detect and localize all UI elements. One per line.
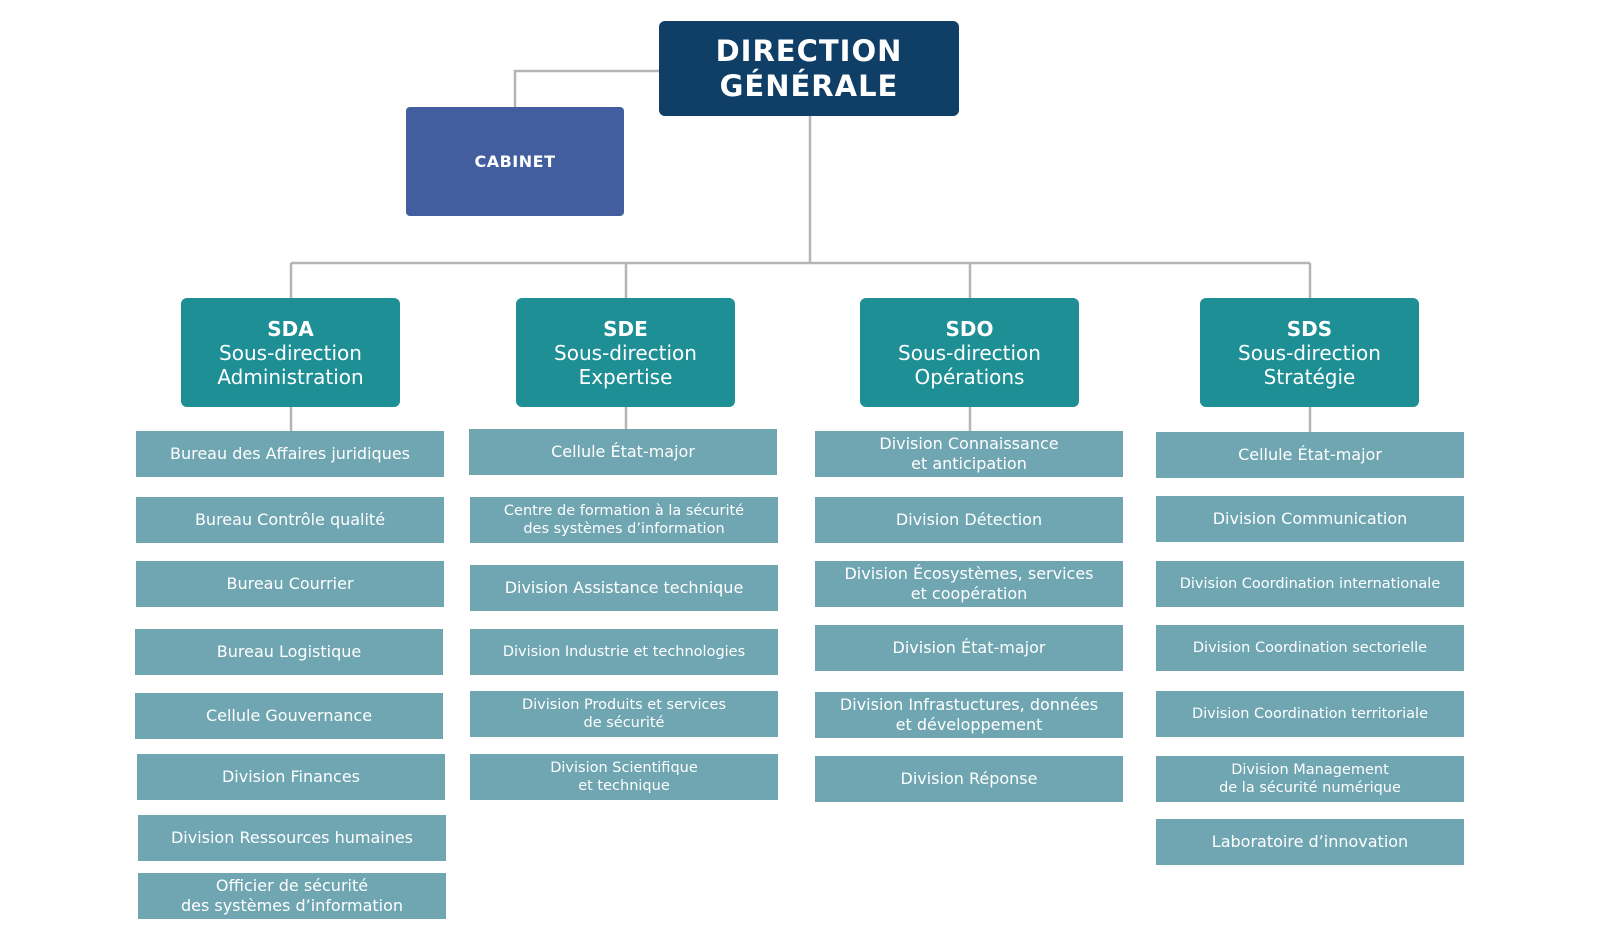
- sds-line1: Sous-direction: [1238, 340, 1381, 365]
- sde-item-label: Centre de formation à la sécurité des sy…: [503, 503, 745, 537]
- sda-item-label: Bureau des Affaires juridiques: [169, 444, 411, 463]
- sda-item-label: Cellule Gouvernance: [205, 706, 373, 725]
- sdo-item: Division Connaissance et anticipation: [815, 431, 1123, 477]
- sds-item-label: Division Coordination territoriale: [1191, 706, 1428, 722]
- sds-line2: Stratégie: [1263, 364, 1356, 389]
- direction-generale-label: DIRECTION GÉNÉRALE: [715, 33, 903, 103]
- sdo-item-label: Division Infrastuctures, données et déve…: [839, 695, 1099, 734]
- connector-cabinet: [513, 69, 659, 107]
- sds-item-label: Laboratoire d’innovation: [1211, 832, 1409, 851]
- sdo-item-label: Division Réponse: [900, 769, 1038, 788]
- sde-item-label: Division Industrie et technologies: [502, 644, 746, 660]
- sds-item-label: Cellule État-major: [1238, 445, 1382, 464]
- sds-item-label: Division Management de la sécurité numér…: [1219, 762, 1401, 796]
- sda-item: Division Ressources humaines: [138, 815, 446, 861]
- sds-item: Division Coordination sectorielle: [1156, 625, 1464, 671]
- sde-item: Division Industrie et technologies: [470, 629, 778, 675]
- sda-item-label: Officier de sécurité des systèmes d’info…: [180, 876, 404, 915]
- sda-item: Bureau Courrier: [136, 561, 444, 607]
- sda-item: Officier de sécurité des systèmes d’info…: [138, 873, 446, 919]
- sda-item: Bureau Contrôle qualité: [136, 497, 444, 543]
- direction-generale-box: DIRECTION GÉNÉRALE: [659, 21, 959, 116]
- sdo-item-label: Division État-major: [892, 638, 1046, 657]
- sda-item: Bureau des Affaires juridiques: [136, 431, 444, 477]
- sds-item: Division Communication: [1156, 496, 1464, 542]
- sda-item-label: Bureau Logistique: [216, 642, 362, 661]
- sda-item-label: Bureau Contrôle qualité: [194, 510, 386, 529]
- sds-item: Division Management de la sécurité numér…: [1156, 756, 1464, 802]
- sdo-line2: Opérations: [914, 364, 1025, 389]
- sda-item: Cellule Gouvernance: [135, 693, 443, 739]
- sde-item: Division Scientifique et technique: [470, 754, 778, 800]
- sdo-line1: Sous-direction: [898, 340, 1041, 365]
- sde-item: Centre de formation à la sécurité des sy…: [470, 497, 778, 543]
- sds-item-label: Division Coordination internationale: [1179, 576, 1441, 592]
- sda-item-label: Division Ressources humaines: [170, 828, 414, 847]
- cabinet-label: CABINET: [474, 152, 556, 171]
- sdo-item: Division État-major: [815, 625, 1123, 671]
- sous-direction-sde-box: SDE Sous-direction Expertise: [516, 298, 735, 407]
- sda-item-label: Division Finances: [221, 767, 361, 786]
- sde-item: Division Assistance technique: [470, 565, 778, 611]
- cabinet-box: CABINET: [406, 107, 624, 216]
- sdo-item-label: Division Connaissance et anticipation: [879, 434, 1059, 473]
- sda-line1: Sous-direction: [219, 340, 362, 365]
- sde-item-label: Cellule État-major: [551, 442, 695, 461]
- sde-item: Division Produits et services de sécurit…: [470, 691, 778, 737]
- sous-direction-sdo-box: SDO Sous-direction Opérations: [860, 298, 1079, 407]
- sous-direction-sda-box: SDA Sous-direction Administration: [181, 298, 400, 407]
- sde-item-label: Division Produits et services de sécurit…: [521, 697, 727, 731]
- sdo-item-label: Division Détection: [895, 510, 1043, 529]
- sde-item-label: Division Scientifique et technique: [550, 760, 698, 794]
- sds-item: Division Coordination internationale: [1156, 561, 1464, 607]
- sdo-code: SDO: [945, 316, 994, 341]
- sds-item-label: Division Coordination sectorielle: [1192, 640, 1428, 656]
- sde-code: SDE: [603, 316, 648, 341]
- sde-line2: Expertise: [578, 364, 673, 389]
- sous-direction-sds-box: SDS Sous-direction Stratégie: [1200, 298, 1419, 407]
- sda-item-label: Bureau Courrier: [226, 574, 354, 593]
- sdo-item-label: Division Écosystèmes, services et coopér…: [844, 564, 1094, 603]
- sda-line2: Administration: [217, 364, 364, 389]
- sdo-item: Division Détection: [815, 497, 1123, 543]
- sda-item: Division Finances: [137, 754, 445, 800]
- sds-item: Cellule État-major: [1156, 432, 1464, 478]
- sds-code: SDS: [1286, 316, 1333, 341]
- sdo-item: Division Réponse: [815, 756, 1123, 802]
- sde-item: Cellule État-major: [469, 429, 777, 475]
- sdo-item: Division Infrastuctures, données et déve…: [815, 692, 1123, 738]
- sds-item: Laboratoire d’innovation: [1156, 819, 1464, 865]
- sde-item-label: Division Assistance technique: [504, 578, 744, 597]
- sdo-item: Division Écosystèmes, services et coopér…: [815, 561, 1123, 607]
- sds-item: Division Coordination territoriale: [1156, 691, 1464, 737]
- sda-code: SDA: [267, 316, 314, 341]
- sds-item-label: Division Communication: [1212, 509, 1408, 528]
- sde-line1: Sous-direction: [554, 340, 697, 365]
- sda-item: Bureau Logistique: [135, 629, 443, 675]
